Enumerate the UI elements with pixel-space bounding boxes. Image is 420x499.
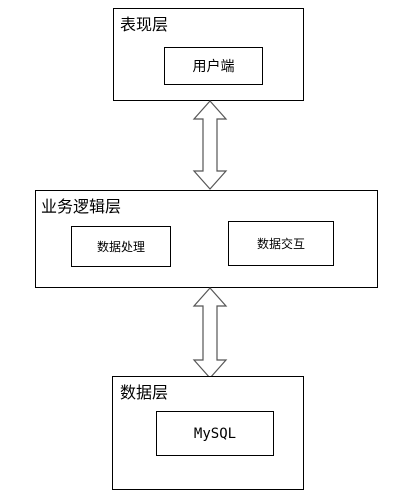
- bidirectional-arrow-bottom: [192, 287, 228, 379]
- data-processing-module: 数据处理: [71, 226, 171, 267]
- presentation-layer-box: 表现层 用户端: [113, 8, 304, 101]
- business-logic-layer-box: 业务逻辑层 数据处理 数据交互: [35, 190, 378, 288]
- data-interaction-module-label: 数据交互: [256, 237, 305, 251]
- arrow-shape: [192, 287, 228, 379]
- business-logic-layer-title: 业务逻辑层: [41, 197, 122, 216]
- client-module-label: 用户端: [192, 59, 235, 75]
- bidirectional-arrow-top: [192, 100, 228, 190]
- mysql-module: MySQL: [156, 411, 274, 456]
- presentation-layer-title: 表现层: [120, 15, 169, 34]
- arrow-shape: [192, 100, 228, 190]
- data-interaction-module: 数据交互: [228, 221, 334, 266]
- mysql-module-label: MySQL: [193, 425, 237, 442]
- data-layer-box: 数据层 MySQL: [112, 376, 304, 490]
- data-layer-title: 数据层: [120, 383, 169, 402]
- client-module: 用户端: [164, 47, 263, 85]
- data-processing-module-label: 数据处理: [96, 240, 145, 254]
